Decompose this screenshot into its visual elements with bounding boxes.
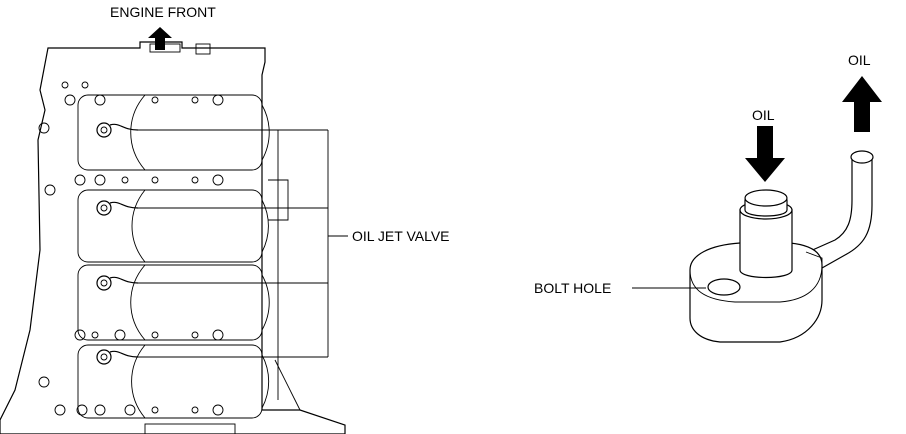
block-hole (94, 94, 106, 106)
block-hole (121, 176, 129, 184)
oil-jet-valve-icon (96, 200, 112, 216)
bolt-hole (707, 278, 741, 296)
block-hole (212, 329, 224, 341)
jet-nozzle (109, 350, 139, 358)
block-hole (212, 404, 224, 416)
block-hole (124, 404, 136, 416)
cylinder-bay (77, 264, 263, 341)
jet-nozzle (109, 123, 139, 131)
block-hole (54, 404, 66, 416)
block-hole (76, 404, 88, 416)
jet-nozzle (109, 201, 139, 209)
cylinder-bay (77, 189, 263, 263)
block-hole (151, 406, 159, 414)
block-hole (64, 94, 76, 106)
block-hole (74, 329, 86, 341)
block-hole (61, 81, 69, 89)
oil-jet-valve-icon (96, 349, 112, 365)
block-hole (94, 404, 106, 416)
block-hole (74, 174, 86, 186)
engine-front-arrow-icon (148, 27, 172, 50)
block-hole (151, 176, 159, 184)
bolt-hole-label: BOLT HOLE (534, 280, 612, 296)
oil-in-arrow-icon (745, 126, 785, 182)
block-hole (191, 96, 199, 104)
block-hole (212, 94, 224, 106)
cylinder-bore (130, 94, 270, 171)
oil-out-label: OIL (848, 52, 871, 68)
block-hole (114, 329, 126, 341)
block-hole (151, 96, 159, 104)
block-hole (212, 174, 224, 186)
oil-jet-valve-icon (96, 122, 112, 138)
cylinder-bay (77, 344, 263, 419)
block-hole (94, 174, 106, 186)
oil-jet-valve-icon (96, 275, 112, 291)
engine-front-label: ENGINE FRONT (110, 4, 216, 20)
jet-bolt (100, 279, 108, 287)
block-hole (191, 331, 199, 339)
cylinder-bore (131, 189, 269, 263)
oil-in-label: OIL (752, 107, 775, 123)
block-hole (151, 331, 159, 339)
jet-bolt (100, 204, 108, 212)
block-hole (191, 406, 199, 414)
jet-bolt (100, 126, 108, 134)
cylinder-bay (77, 94, 263, 171)
block-hole (191, 176, 199, 184)
block-hole (81, 81, 89, 89)
block-hole (91, 331, 99, 339)
oil-jet-valve-leaders (138, 129, 348, 358)
cylinder-bore (130, 264, 270, 341)
oil-out-arrow-icon (842, 76, 882, 132)
cylinder-bore (131, 344, 270, 419)
oil-jet-valve-part (689, 150, 874, 343)
cylinder-block (0, 41, 346, 434)
jet-bolt (100, 353, 108, 361)
oil-jet-valve-label: OIL JET VALVE (352, 228, 450, 244)
jet-nozzle (109, 276, 139, 284)
